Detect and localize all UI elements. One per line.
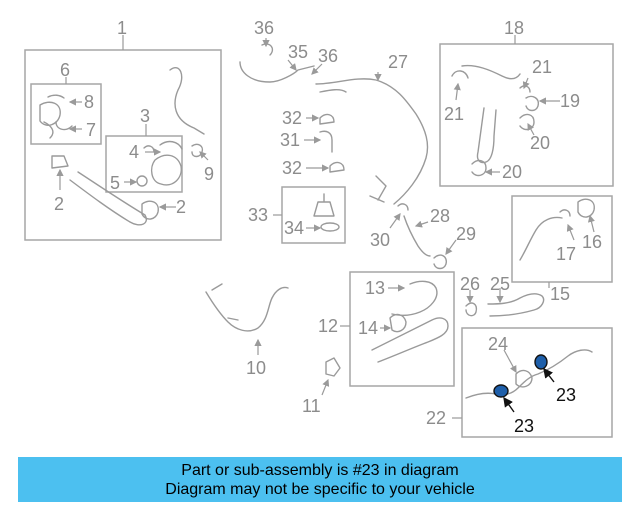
callout-27: 27 [388, 52, 408, 72]
box-label-leaders [65, 35, 550, 419]
highlighted-part-23[interactable] [493, 354, 548, 398]
group-box-18 [439, 43, 614, 187]
group-box-12 [349, 271, 455, 387]
group-box-22 [461, 327, 613, 438]
callout-11: 11 [302, 396, 321, 416]
callout-17: 17 [556, 244, 576, 264]
callout-leaders [56, 38, 595, 396]
callout-7: 7 [86, 120, 96, 140]
callout-29: 29 [456, 224, 476, 244]
callout-2-left: 2 [54, 194, 64, 214]
callout-8: 8 [84, 92, 94, 112]
callout-35: 35 [288, 42, 308, 62]
callout-23-left: 23 [514, 416, 534, 436]
callout-36-left: 36 [254, 18, 274, 38]
callout-20-lower: 20 [502, 162, 522, 182]
callout-10: 10 [246, 358, 266, 378]
callout-13: 13 [365, 278, 385, 298]
banner-line-part: Part or sub-assembly is #23 in diagram [181, 462, 459, 479]
callout-24: 24 [488, 334, 508, 354]
part-drawings [39, 43, 595, 399]
callout-15: 15 [550, 284, 570, 304]
callout-21-left: 21 [444, 104, 464, 124]
callout-36-right: 36 [318, 46, 338, 66]
callout-12: 12 [318, 316, 338, 336]
callout-14: 14 [358, 318, 378, 338]
callout-30: 30 [370, 230, 390, 250]
callout-26: 26 [460, 274, 480, 294]
group-box-15 [511, 195, 613, 283]
callout-19: 19 [560, 91, 580, 111]
callout-labels: 1 2 2 3 4 5 6 7 8 9 10 11 12 13 14 15 16… [54, 18, 602, 436]
callout-28: 28 [430, 206, 450, 226]
parts-diagram: 1 2 2 3 4 5 6 7 8 9 10 11 12 13 14 15 16… [24, 18, 614, 438]
group-box-3 [105, 135, 183, 193]
callout-34: 34 [284, 218, 304, 238]
callout-3: 3 [140, 106, 150, 126]
callout-33: 33 [248, 205, 268, 225]
callout-5: 5 [110, 173, 120, 193]
callout-18: 18 [504, 18, 524, 38]
banner-line-disclaimer: Diagram may not be specific to your vehi… [165, 481, 475, 498]
callout-21-right: 21 [532, 57, 552, 77]
callout-20-upper: 20 [530, 133, 550, 153]
callout-4: 4 [129, 142, 139, 162]
callout-22: 22 [426, 408, 446, 428]
callout-31: 31 [280, 130, 300, 150]
callout-32-upper: 32 [282, 108, 302, 128]
callout-32-lower: 32 [282, 158, 302, 178]
callout-2-right: 2 [176, 197, 186, 217]
callout-leaders-23 [503, 367, 555, 413]
callout-16: 16 [582, 232, 602, 252]
callout-23-right: 23 [556, 385, 576, 405]
info-banner: Part or sub-assembly is #23 in diagram D… [18, 457, 622, 502]
callout-25: 25 [490, 274, 510, 294]
callout-1: 1 [117, 18, 127, 38]
callout-9: 9 [204, 164, 214, 184]
callout-6: 6 [60, 60, 70, 80]
